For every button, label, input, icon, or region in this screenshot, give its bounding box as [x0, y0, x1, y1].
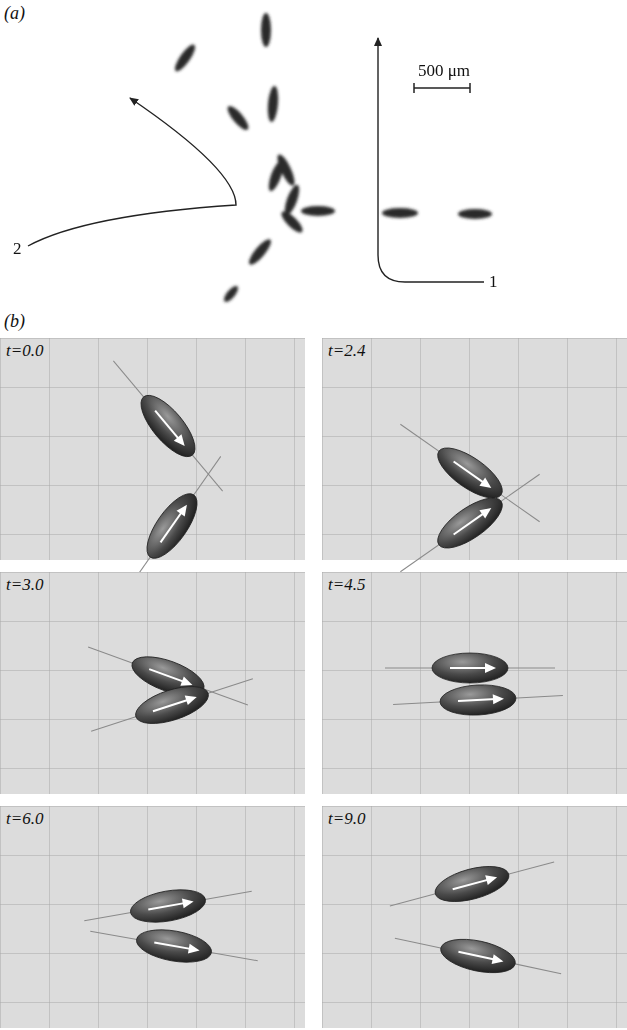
time-label: t=2.4 — [328, 342, 365, 361]
simulation-panel — [322, 572, 627, 794]
time-label: t=9.0 — [328, 810, 365, 829]
time-label: t=0.0 — [6, 342, 43, 361]
time-label: t=6.0 — [6, 810, 43, 829]
time-label: t=3.0 — [6, 576, 43, 595]
trajectory-arrow — [378, 38, 484, 282]
simulation-panel — [322, 806, 627, 1028]
scale-bar — [414, 83, 470, 93]
scale-label: 500 μm — [418, 62, 470, 81]
simulation-panel — [0, 338, 305, 604]
panel-letter: (a) — [4, 4, 25, 24]
time-label: t=4.5 — [328, 576, 365, 595]
trajectory-arrow — [28, 98, 236, 246]
callout-number: 1 — [489, 273, 498, 292]
panel-letter: (b) — [4, 312, 25, 332]
simulation-panel — [322, 338, 627, 584]
cell-blobs — [172, 13, 492, 304]
callout-number: 2 — [13, 240, 22, 259]
simulation-panel — [0, 806, 305, 1028]
simulation-panel — [0, 572, 305, 794]
